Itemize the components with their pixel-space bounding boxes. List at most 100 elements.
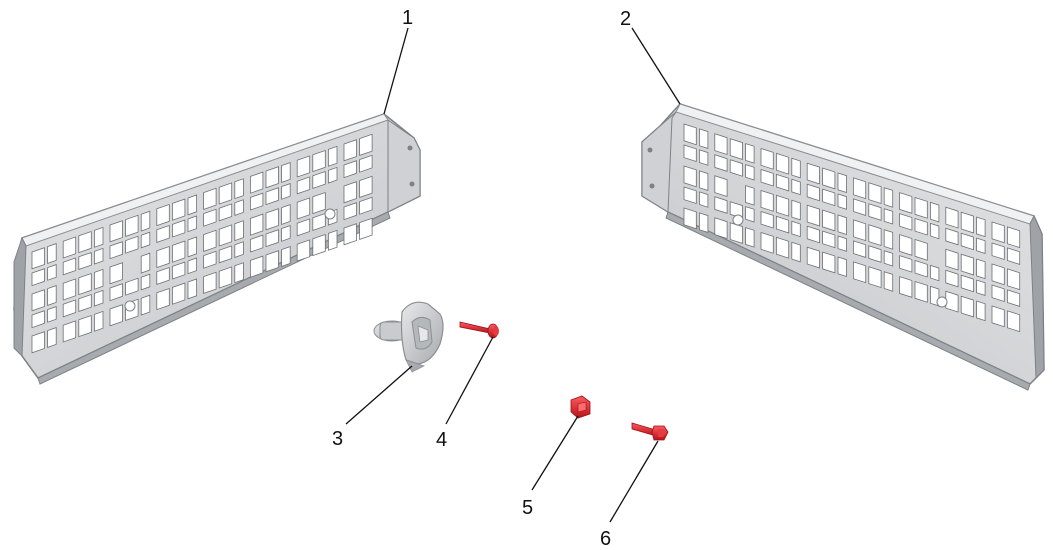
panel-cutout [312,170,326,189]
leader-line-1 [383,27,409,115]
panel-cutout [327,166,338,184]
panel-cutout [109,241,123,260]
panel-cutout [714,133,728,156]
panel-cutout [234,241,244,258]
leader-line-6 [609,440,659,523]
panel-cutout [171,198,186,221]
panel-cutout [187,236,198,258]
panel-cutout [359,154,373,173]
panel-cutout [281,183,291,200]
panel-cutout [109,304,123,327]
panel-cutout [156,245,170,269]
panel-cutout [945,206,959,229]
panel-cutout [883,187,894,208]
panel-cutout [249,213,264,236]
panel-cutout [265,187,279,206]
panel-cutout [265,208,279,231]
panel-cutout [760,168,774,187]
panel-cutout [960,295,974,318]
panel-cutout [140,231,151,249]
panel-cutout [991,305,1005,328]
leader-line-4 [445,336,494,425]
panel-cutout [683,165,697,188]
panel-cutout [945,269,959,288]
panel-cutout [327,145,338,167]
panel-cutout [94,226,104,248]
panel-cutout [960,211,974,234]
panel-cutout [203,187,217,210]
panel-cutout [78,293,92,312]
panel-cutout [296,155,311,178]
panel-cutout [234,199,244,216]
panel-cutout [218,203,233,222]
panel-cutout [218,266,233,289]
panel-cutout [94,310,104,332]
panel-cutout [312,149,326,173]
callout-3: 3 [332,428,343,450]
panel-cutout [312,233,326,257]
panel-cutout [868,266,882,289]
panel-cutout [883,271,894,292]
panel-cutout [699,170,709,191]
part-4-red-screw [459,321,499,339]
panel-cutout [853,219,867,242]
panel-cutout [47,327,57,348]
panel-cutout [156,224,170,243]
part-2-right-grid-panel [641,103,1045,391]
panel-cutout [47,264,57,281]
panel-cutout [109,262,123,285]
panel-cutout [899,234,913,256]
panel-cutout [837,214,847,236]
panel-cutout [883,208,894,225]
panel-cutout [760,147,774,170]
panel-cutout [837,256,847,278]
panel-cutout [31,247,45,270]
panel-cutout [140,294,151,316]
panel-cutout [976,216,986,238]
panel-cutout [930,264,940,282]
panel-cutout [760,189,774,212]
panel-cutout [991,221,1005,244]
panel-cutout [791,220,801,238]
panel-cutout [899,276,913,298]
panel-cutout [822,209,836,232]
panel-cutout [171,282,186,305]
panel-cutout [1007,268,1021,291]
panel-cutout [359,217,373,240]
panel-cutout [140,210,151,232]
panel-cutout [868,182,882,205]
panel-cutout [806,204,820,227]
panel-cutout [296,197,311,220]
panel-cutout [745,206,755,223]
panel-cutout [281,162,291,183]
panel-cutout [806,162,820,185]
panel-cutout [991,242,1005,261]
panel-cutout [249,255,264,278]
panel-cutout [249,234,264,253]
callout-2: 2 [620,8,631,30]
callout-6: 6 [600,528,611,550]
panel-cutout [343,139,357,162]
panel-cutout [234,220,244,242]
panel-cutout [853,261,867,284]
panel-cutout [760,210,774,229]
panel-cutout [31,331,45,354]
panel-cutout [281,225,291,242]
panel-cutout [296,239,311,262]
panel-cutout [930,201,940,223]
panel-cutout [976,258,986,280]
panel-cutout [976,279,986,296]
panel-cutout [62,257,77,276]
panel-cutout [914,217,928,236]
panel-cutout [78,230,92,254]
panel-cutout [822,251,836,274]
panel-cutout [945,290,959,313]
panel-cutout [745,164,755,181]
panel-cutout [960,253,974,276]
panel-cutout [78,251,92,270]
panel-cutout [791,199,801,221]
panel-cutout [109,220,123,243]
panel-cutout [62,299,77,318]
panel-cutout [714,217,728,240]
